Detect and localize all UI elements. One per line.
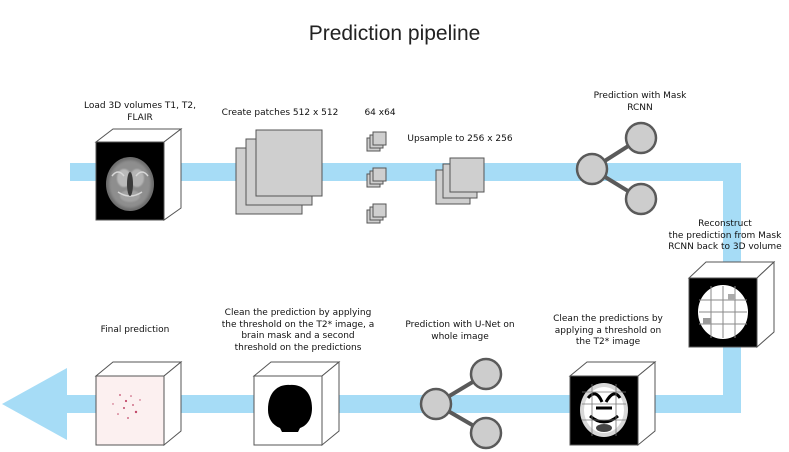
input-volume-cube	[94, 127, 183, 221]
flow-arrow-head	[2, 368, 67, 440]
mask-rcnn-network-icon	[575, 121, 658, 216]
lesion-dots	[112, 394, 141, 419]
patches-64-group-2	[366, 167, 387, 188]
label-final-prediction: Final prediction	[100, 325, 170, 335]
patches-256-stack	[435, 157, 485, 205]
final-prediction-cube	[94, 360, 183, 447]
cleaned-prediction-cube	[252, 360, 341, 447]
thresholded-brain-image	[580, 383, 628, 437]
label-load-volumes: Load 3D volumes T1, T2, FLAIR	[84, 101, 196, 123]
reconstructed-volume-cube	[687, 260, 776, 349]
reconstructed-mask-image	[698, 285, 748, 339]
brain-mask-shape	[268, 384, 312, 432]
label-reconstruct: Reconstruct the prediction from Mask RCN…	[668, 219, 782, 252]
thresholded-volume-cube	[568, 360, 657, 447]
patches-64-group-3	[366, 203, 387, 224]
brain-mri-image	[106, 157, 154, 211]
label-upsample: Upsample to 256 x 256	[407, 134, 513, 144]
patches-64-group-1	[366, 131, 387, 152]
page-title: Prediction pipeline	[308, 22, 481, 45]
unet-network-icon	[419, 357, 503, 450]
patches-512-stack	[235, 129, 323, 215]
label-unet: Prediction with U-Net on whole image	[405, 320, 515, 342]
label-brain-mask-clean: Clean the prediction by applying the thr…	[221, 308, 375, 353]
label-threshold-clean: Clean the predictions by applying a thre…	[553, 314, 663, 347]
label-create-patches: Create patches 512 x 512	[221, 108, 339, 118]
label-small-patches: 64 x64	[364, 108, 396, 118]
label-mask-rcnn: Prediction with Mask RCNN	[593, 91, 687, 113]
